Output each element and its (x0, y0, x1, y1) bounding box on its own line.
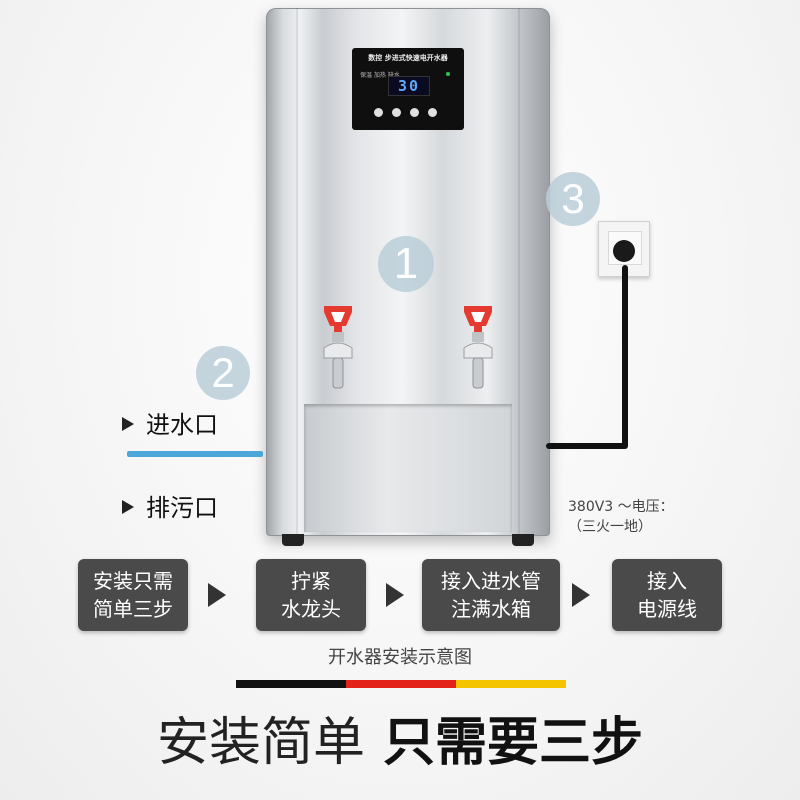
headline: 安装简单只需要三步 (0, 700, 800, 775)
power-plug (613, 240, 635, 262)
temperature-display: 30 (388, 76, 430, 96)
panel-title: 数控 步进式快速电开水器 (368, 54, 448, 62)
panel-button-4[interactable] (428, 108, 437, 117)
step-intro-line1: 安装只需 (93, 569, 173, 593)
step-2-line1: 接入进水管 (441, 569, 541, 593)
panel-button-3[interactable] (410, 108, 419, 117)
water-inlet-label: 进水口 (122, 405, 218, 440)
lower-panel (304, 404, 512, 532)
step-1-line2: 水龙头 (281, 597, 341, 621)
water-boiler: 数控 步进式快速电开水器 保温 加热 缺水 30 (266, 8, 550, 546)
step-marker-1: 1 (378, 236, 434, 292)
step-marker-2: 2 (196, 346, 250, 400)
headline-bold: 只需要三步 (383, 713, 644, 773)
drain-outlet-label: 排污口 (122, 488, 218, 523)
power-cord-vertical (622, 265, 628, 448)
step-marker-3: 3 (546, 172, 600, 226)
status-led (446, 72, 450, 76)
step-intro-line2: 简单三步 (93, 597, 173, 621)
step-1-line1: 拧紧 (291, 569, 331, 593)
left-faucet[interactable] (318, 304, 358, 394)
step-box-3: 接入 电源线 (612, 559, 722, 631)
arrow-right-icon (208, 583, 226, 607)
triangle-icon (122, 417, 134, 431)
step-box-2: 接入进水管 注满水箱 (422, 559, 560, 631)
color-bar-yellow (456, 680, 566, 688)
water-inlet-pipe (127, 451, 263, 457)
arrow-right-icon (572, 583, 590, 607)
power-cord-horizontal (546, 443, 628, 449)
diagram-caption: 开水器安装示意图 (328, 647, 472, 668)
step-box-1: 拧紧 水龙头 (256, 559, 366, 631)
triangle-icon (122, 500, 134, 514)
arrow-right-icon (386, 583, 404, 607)
color-bar-red (346, 680, 456, 688)
foot-left (282, 534, 304, 546)
step-3-line1: 接入 (647, 569, 687, 593)
foot-right (512, 534, 534, 546)
voltage-line-1: 380V3 ～电压： (568, 499, 674, 515)
control-panel: 数控 步进式快速电开水器 保温 加热 缺水 30 (352, 48, 464, 130)
panel-indicator-labels: 保温 加热 缺水 (360, 72, 400, 79)
right-faucet[interactable] (458, 304, 498, 394)
panel-button-2[interactable] (392, 108, 401, 117)
step-2-line2: 注满水箱 (451, 597, 531, 621)
panel-button-1[interactable] (374, 108, 383, 117)
drain-outlet-text: 排污口 (146, 494, 218, 522)
step-box-intro: 安装只需 简单三步 (78, 559, 188, 631)
headline-light: 安装简单 (156, 713, 365, 773)
color-bar-black (236, 680, 346, 688)
water-inlet-text: 进水口 (146, 411, 218, 439)
voltage-note: 380V3 ～电压： （三火一地） (568, 497, 674, 537)
wall-socket (598, 221, 650, 277)
step-3-line2: 电源线 (637, 597, 697, 621)
voltage-line-2: （三火一地） (568, 519, 652, 535)
